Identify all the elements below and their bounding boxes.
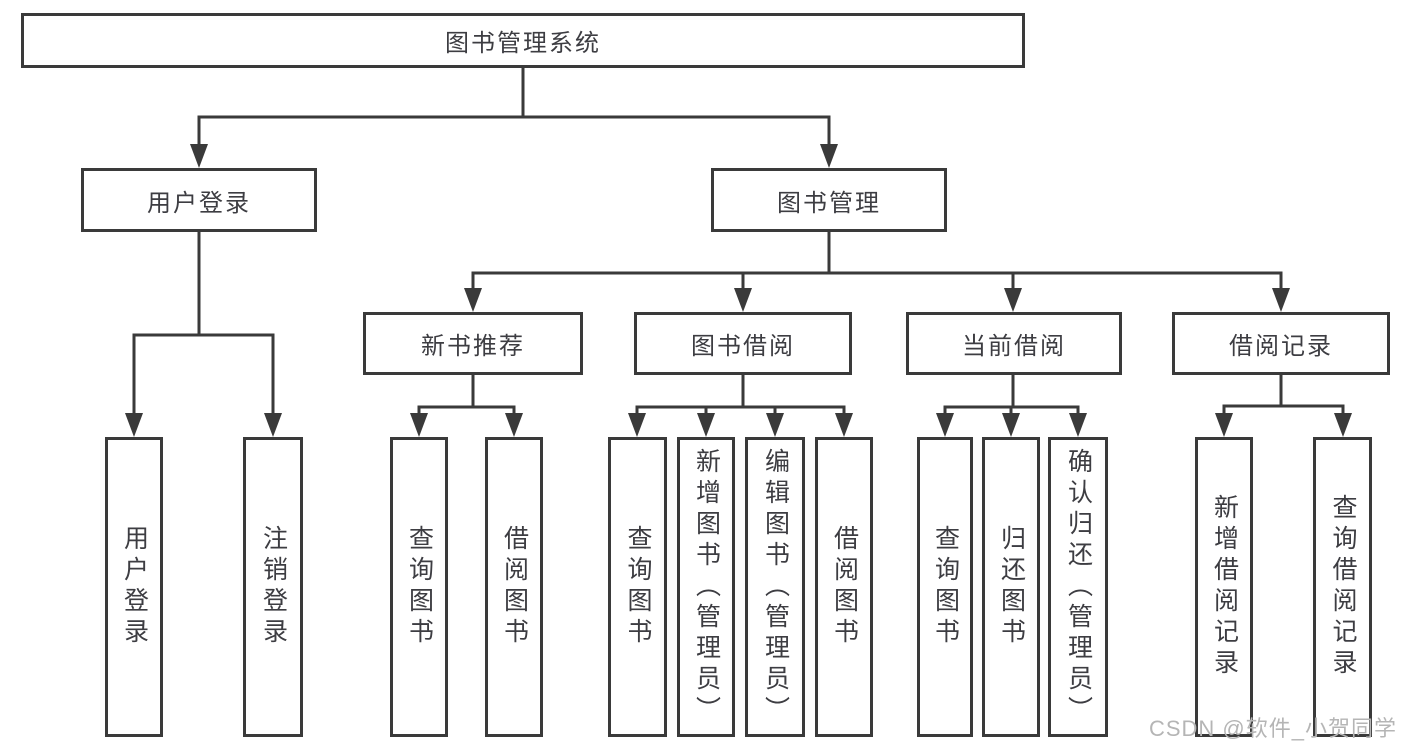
- leaf-current-query-book: 查询图书: [917, 437, 973, 737]
- node-system-root-label: 图书管理系统: [445, 30, 601, 57]
- leaf-add-book-admin: 新增图书（管理员）: [677, 437, 735, 737]
- leaf-add-borrow-record: 新增借阅记录: [1195, 437, 1253, 737]
- leaf-confirm-return-admin: 确认归还（管理员）: [1048, 437, 1108, 737]
- leaf-borrow-book-label: 借阅图书: [830, 525, 859, 649]
- leaf-edit-book-admin: 编辑图书（管理员）: [745, 437, 805, 737]
- leaf-logout: 注销登录: [243, 437, 303, 737]
- leaf-return-book: 归还图书: [982, 437, 1040, 737]
- leaf-recommend-query-book-label: 查询图书: [405, 525, 434, 649]
- node-user-login-label: 用户登录: [147, 189, 251, 217]
- leaf-add-book-admin-label: 新增图书（管理员）: [692, 447, 721, 727]
- node-borrow-records-label: 借阅记录: [1229, 333, 1333, 360]
- node-book-management: 图书管理: [711, 168, 947, 232]
- leaf-borrow-query-book: 查询图书: [608, 437, 667, 737]
- leaf-user-login: 用户登录: [105, 437, 163, 737]
- node-new-book-recommend: 新书推荐: [363, 312, 583, 375]
- leaf-add-borrow-record-label: 新增借阅记录: [1210, 494, 1239, 680]
- node-new-book-recommend-label: 新书推荐: [421, 333, 525, 360]
- leaf-logout-label: 注销登录: [259, 525, 288, 649]
- node-borrow-records: 借阅记录: [1172, 312, 1390, 375]
- node-book-borrow-label: 图书借阅: [691, 333, 795, 360]
- leaf-edit-book-admin-label: 编辑图书（管理员）: [761, 447, 790, 727]
- csdn-watermark: CSDN @软件_小贺同学: [1148, 716, 1397, 741]
- node-user-login: 用户登录: [81, 168, 317, 232]
- leaf-borrow-query-book-label: 查询图书: [624, 525, 652, 649]
- leaf-user-login-label: 用户登录: [120, 525, 149, 649]
- node-current-borrow: 当前借阅: [906, 312, 1122, 375]
- leaf-recommend-query-book: 查询图书: [390, 437, 448, 737]
- node-current-borrow-label: 当前借阅: [962, 333, 1066, 360]
- leaf-query-borrow-record-label: 查询借阅记录: [1329, 494, 1357, 680]
- node-system-root: 图书管理系统: [21, 13, 1025, 68]
- node-book-borrow: 图书借阅: [634, 312, 852, 375]
- leaf-return-book-label: 归还图书: [997, 525, 1026, 649]
- leaf-confirm-return-admin-label: 确认归还（管理员）: [1064, 447, 1093, 727]
- leaf-recommend-borrow-book-label: 借阅图书: [500, 525, 529, 649]
- node-book-management-label: 图书管理: [777, 189, 881, 217]
- leaf-borrow-book: 借阅图书: [815, 437, 873, 737]
- leaf-current-query-book-label: 查询图书: [931, 525, 960, 649]
- leaf-recommend-borrow-book: 借阅图书: [485, 437, 543, 737]
- leaf-query-borrow-record: 查询借阅记录: [1313, 437, 1372, 737]
